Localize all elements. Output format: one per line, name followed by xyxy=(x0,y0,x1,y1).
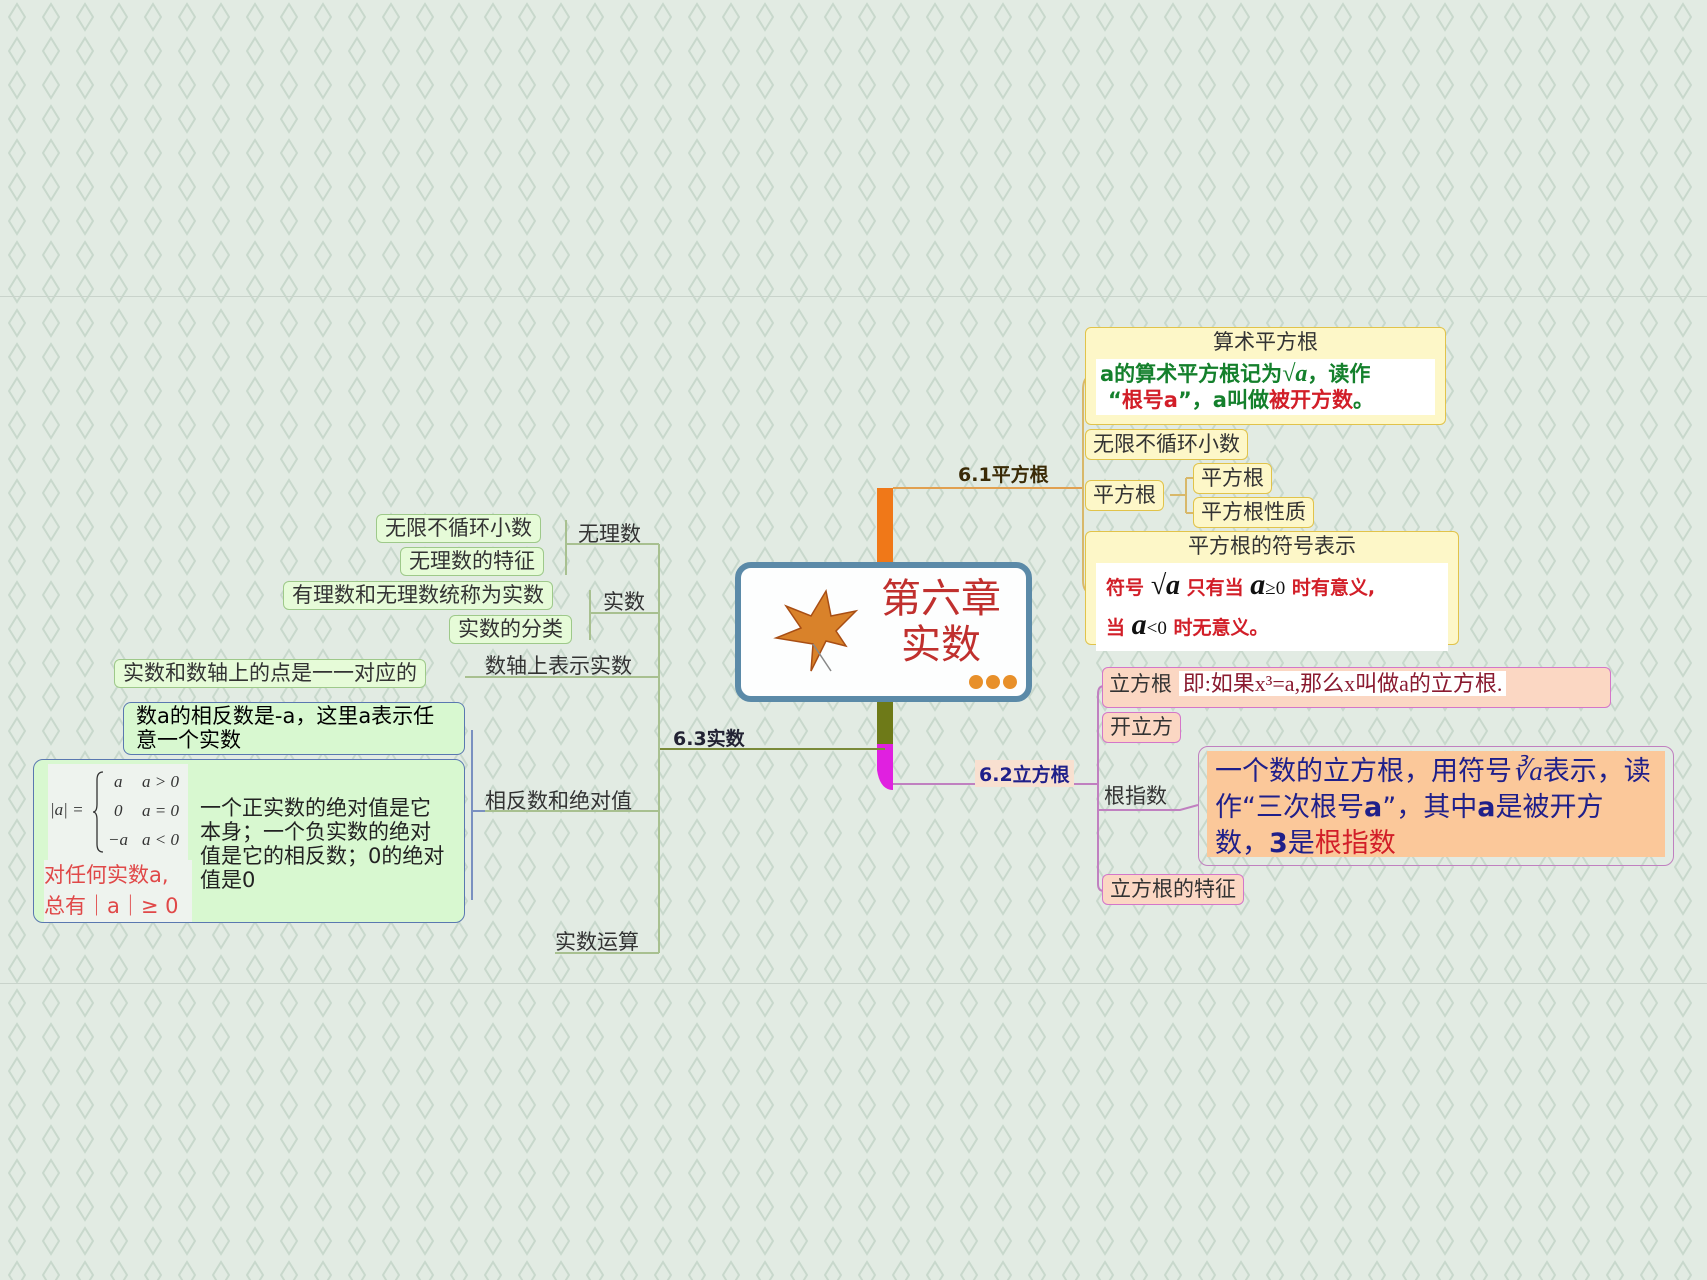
symbol-text: 时无意义。 xyxy=(1173,617,1269,640)
sqrt-symbol-node[interactable]: 平方根的符号表示 符号 √a 只有当 a≥0 时有意义, 当 a<0 时无意义。 xyxy=(1085,531,1459,652)
index-text: 是被开方数， xyxy=(1215,792,1604,859)
abs-formula-cell: a < 0 xyxy=(142,830,179,849)
maple-leaf-icon xyxy=(773,588,859,672)
symbol-condition: <0 xyxy=(1146,618,1167,640)
symbol-condition: ≥0 xyxy=(1265,578,1286,600)
abs-text: 一个正实数的绝对值是它本身；一个负实数的绝对值是它的相反数；0的绝对值是0 xyxy=(200,796,445,892)
arith-text: 根号a xyxy=(1121,388,1178,413)
abs-formula-cell: a > 0 xyxy=(142,772,179,791)
real-classification-node[interactable]: 实数的分类 xyxy=(449,615,572,645)
connector-63 xyxy=(877,702,893,744)
cube-root-label: 立方根 xyxy=(1109,672,1172,696)
index-text: 一个数的立方根，用符号 xyxy=(1215,756,1512,787)
sqrt-a-symbol: √a xyxy=(1150,570,1181,602)
index-text: ”，其中 xyxy=(1382,792,1478,823)
absolute-value-node[interactable]: |a| = a a > 0 0 a = 0 −a a < 0 对任何实数a, 总… xyxy=(33,759,465,923)
abs-note-1: 对任何实数a, xyxy=(44,863,169,887)
index-text: 3 xyxy=(1269,828,1288,859)
symbol-text: 只有当 xyxy=(1186,577,1244,600)
central-title-line1: 第六章 xyxy=(881,576,1001,622)
arith-text: “ xyxy=(1108,388,1122,413)
brace-icon xyxy=(92,771,104,853)
abs-formula-cell: 0 xyxy=(114,801,123,820)
arith-text: 。 xyxy=(1352,388,1374,413)
real-definition-node[interactable]: 有理数和无理数统称为实数 xyxy=(283,581,553,611)
index-text: a xyxy=(1477,792,1496,823)
cube-root-definition: 即:如果x³=a,那么x叫做a的立方根. xyxy=(1178,671,1507,696)
abs-formula-lhs: |a| = xyxy=(50,800,84,819)
branch-6-2-label[interactable]: 6.2立方根 xyxy=(975,760,1074,787)
index-text: 根指数 xyxy=(1314,828,1396,859)
irrational-label[interactable]: 无理数 xyxy=(578,522,641,546)
arith-text: a的算术平方根记为 xyxy=(1100,362,1283,387)
opposite-abs-label[interactable]: 相反数和绝对值 xyxy=(485,789,632,813)
central-title-line2: 实数 xyxy=(901,622,981,668)
symbol-text: 时有意义, xyxy=(1291,577,1376,600)
arith-sqrt-title: 算术平方根 xyxy=(1213,330,1318,354)
sqrt-property-node[interactable]: 平方根性质 xyxy=(1193,497,1314,529)
sqrt-child-node[interactable]: 平方根 xyxy=(1193,463,1272,495)
symbol-text: 符号 xyxy=(1106,577,1145,600)
symbol-a: a xyxy=(1250,568,1266,602)
branch-6-1-label[interactable]: 6.1平方根 xyxy=(958,464,1049,486)
branch-6-3-label[interactable]: 6.3实数 xyxy=(673,728,745,750)
arith-sqrt-node[interactable]: 算术平方根 a的算术平方根记为√a，读作 “根号a”，a叫做被开方数。 xyxy=(1085,327,1446,425)
index-text: 是 xyxy=(1287,828,1315,859)
irrational-feature-node[interactable]: 无理数的特征 xyxy=(400,547,544,577)
symbol-a: a xyxy=(1131,608,1147,642)
abs-formula-cell: −a xyxy=(108,830,128,849)
opposite-number-node[interactable]: 数a的相反数是-a，这里a表示任意一个实数 xyxy=(123,702,465,755)
abs-formula-cell: a xyxy=(114,772,123,791)
connector-62 xyxy=(877,744,893,790)
arith-text: 被开方数 xyxy=(1268,388,1353,413)
real-label[interactable]: 实数 xyxy=(603,590,645,614)
sqrt-a-symbol: √a xyxy=(1282,361,1308,388)
central-topic[interactable]: 第六章 实数 xyxy=(735,562,1032,702)
arith-text: ，读作 xyxy=(1307,362,1371,387)
irrational-infinite-node[interactable]: 无限不循环小数 xyxy=(376,514,541,544)
root-index-node[interactable]: 一个数的立方根，用符号∛a表示，读作“三次根号a”，其中a是被开方数，3是根指数 xyxy=(1198,746,1674,866)
number-axis-label[interactable]: 数轴上表示实数 xyxy=(485,654,632,678)
abs-formula-cell: a = 0 xyxy=(142,801,179,820)
infinite-decimal-node[interactable]: 无限不循环小数 xyxy=(1085,429,1248,461)
cube-root-node[interactable]: 立方根 即:如果x³=a,那么x叫做a的立方根. xyxy=(1102,667,1611,708)
index-text: 表示，读作“三次根号 xyxy=(1215,756,1651,823)
ellipsis-dots-icon[interactable] xyxy=(969,674,1017,693)
cube-root-feature-node[interactable]: 立方根的特征 xyxy=(1102,874,1244,906)
abs-note-2: 总有｜a｜≥ 0 xyxy=(44,894,179,918)
cube-root-symbol: ∛a xyxy=(1512,756,1543,786)
number-axis-node[interactable]: 实数和数轴上的点是一一对应的 xyxy=(114,659,426,689)
connector-61 xyxy=(877,488,893,562)
root-index-label[interactable]: 根指数 xyxy=(1104,784,1167,808)
mindmap-panel xyxy=(0,296,1707,984)
index-text: a xyxy=(1364,792,1383,823)
symbol-text: 当 xyxy=(1106,617,1126,640)
sqrt-node[interactable]: 平方根 xyxy=(1085,480,1164,512)
arith-text: ”，a叫做 xyxy=(1177,388,1269,413)
sqrt-symbol-title: 平方根的符号表示 xyxy=(1188,534,1356,558)
real-operations-label[interactable]: 实数运算 xyxy=(555,930,639,954)
extract-cube-node[interactable]: 开立方 xyxy=(1102,712,1181,744)
